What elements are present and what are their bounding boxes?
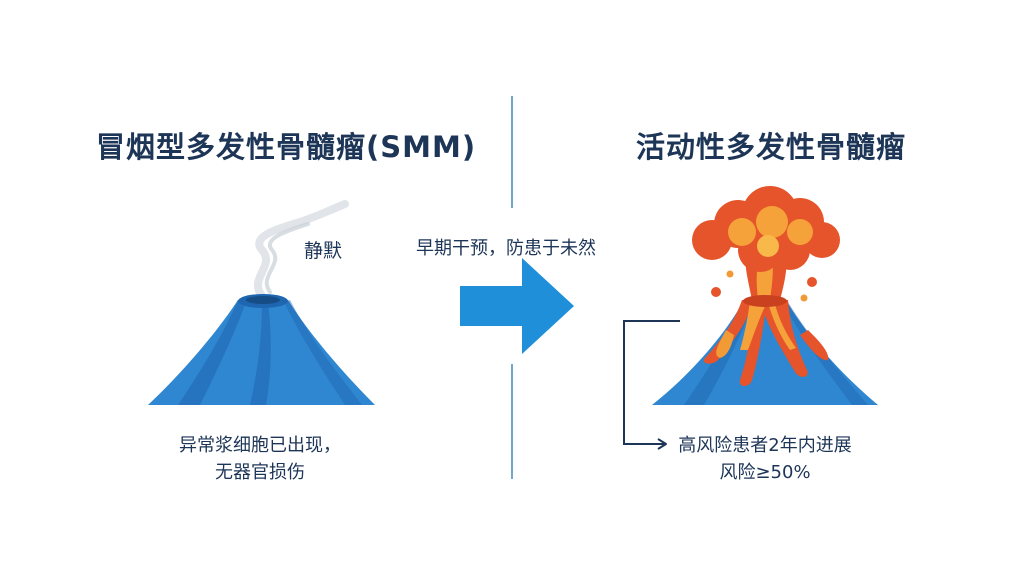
- dormant-label: 静默: [304, 240, 343, 262]
- smm-title: 冒烟型多发性骨髓瘤(SMM): [96, 130, 477, 164]
- progression-connector-icon: [623, 320, 680, 450]
- erupting-volcano-icon: [652, 186, 878, 405]
- active-mm-caption-line1: 高风险患者2年内进展: [678, 435, 852, 456]
- smm-caption: 异常浆细胞已出现， 无器官损伤: [170, 432, 350, 486]
- arrow-caption: 早期干预，防患于未然: [416, 238, 596, 259]
- center-divider-bottom: [511, 364, 513, 479]
- right-arrow-icon: [460, 258, 574, 354]
- smoke-icon: [254, 200, 349, 300]
- dormant-volcano-icon: [148, 294, 375, 405]
- active-mm-title: 活动性多发性骨髓瘤: [636, 130, 907, 164]
- center-divider-top: [511, 96, 513, 208]
- active-mm-caption-line2: 风险≥50%: [719, 462, 811, 483]
- active-mm-caption: 高风险患者2年内进展 风险≥50%: [665, 432, 865, 486]
- smm-caption-line1: 异常浆细胞已出现，: [179, 435, 341, 456]
- smm-caption-line2: 无器官损伤: [215, 462, 305, 483]
